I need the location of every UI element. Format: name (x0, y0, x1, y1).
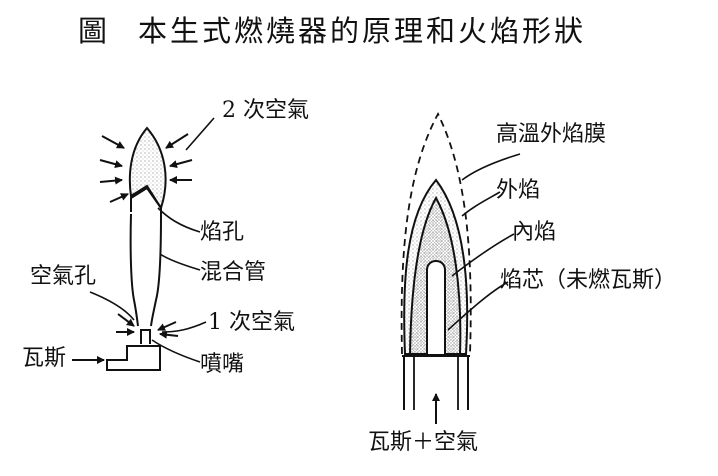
label-gas: 瓦斯 (22, 346, 67, 371)
gas-inlet-body (106, 345, 161, 371)
figure-label: 圖 (78, 14, 111, 48)
label-flame-port: 焰孔 (200, 220, 245, 245)
label-air-hole: 空氣孔 (30, 264, 97, 289)
mixing-tube (129, 213, 162, 327)
title-text: 本生式燃燒器的原理和火焰形狀 (138, 14, 587, 48)
flame-structure (400, 112, 472, 424)
label-outer-mantle: 高溫外焰膜 (496, 122, 607, 147)
bunsen-burner (106, 126, 167, 371)
label-inner-flame: 內焰 (512, 220, 557, 245)
label-mixing-tube: 混合管 (200, 260, 267, 285)
flame-core (426, 260, 446, 354)
nozzle (140, 329, 151, 344)
label-primary-air: 1 次空氣 (208, 310, 295, 335)
page-title: 圖本生式燃燒器的原理和火焰形狀 (78, 8, 586, 50)
label-outer-flame: 外焰 (496, 178, 541, 203)
burner-leaders (89, 117, 215, 363)
secondary-air-arrows (99, 133, 193, 203)
flame-leaders (447, 153, 521, 331)
label-nozzle: 噴嘴 (200, 352, 245, 377)
primary-air-arrows (116, 313, 179, 339)
outer-mantle (400, 112, 472, 355)
label-secondary-air: 2 次空氣 (222, 98, 309, 123)
label-core: 焰芯（未燃瓦斯） (500, 268, 677, 293)
label-supply: 瓦斯＋空氣 (368, 430, 479, 455)
